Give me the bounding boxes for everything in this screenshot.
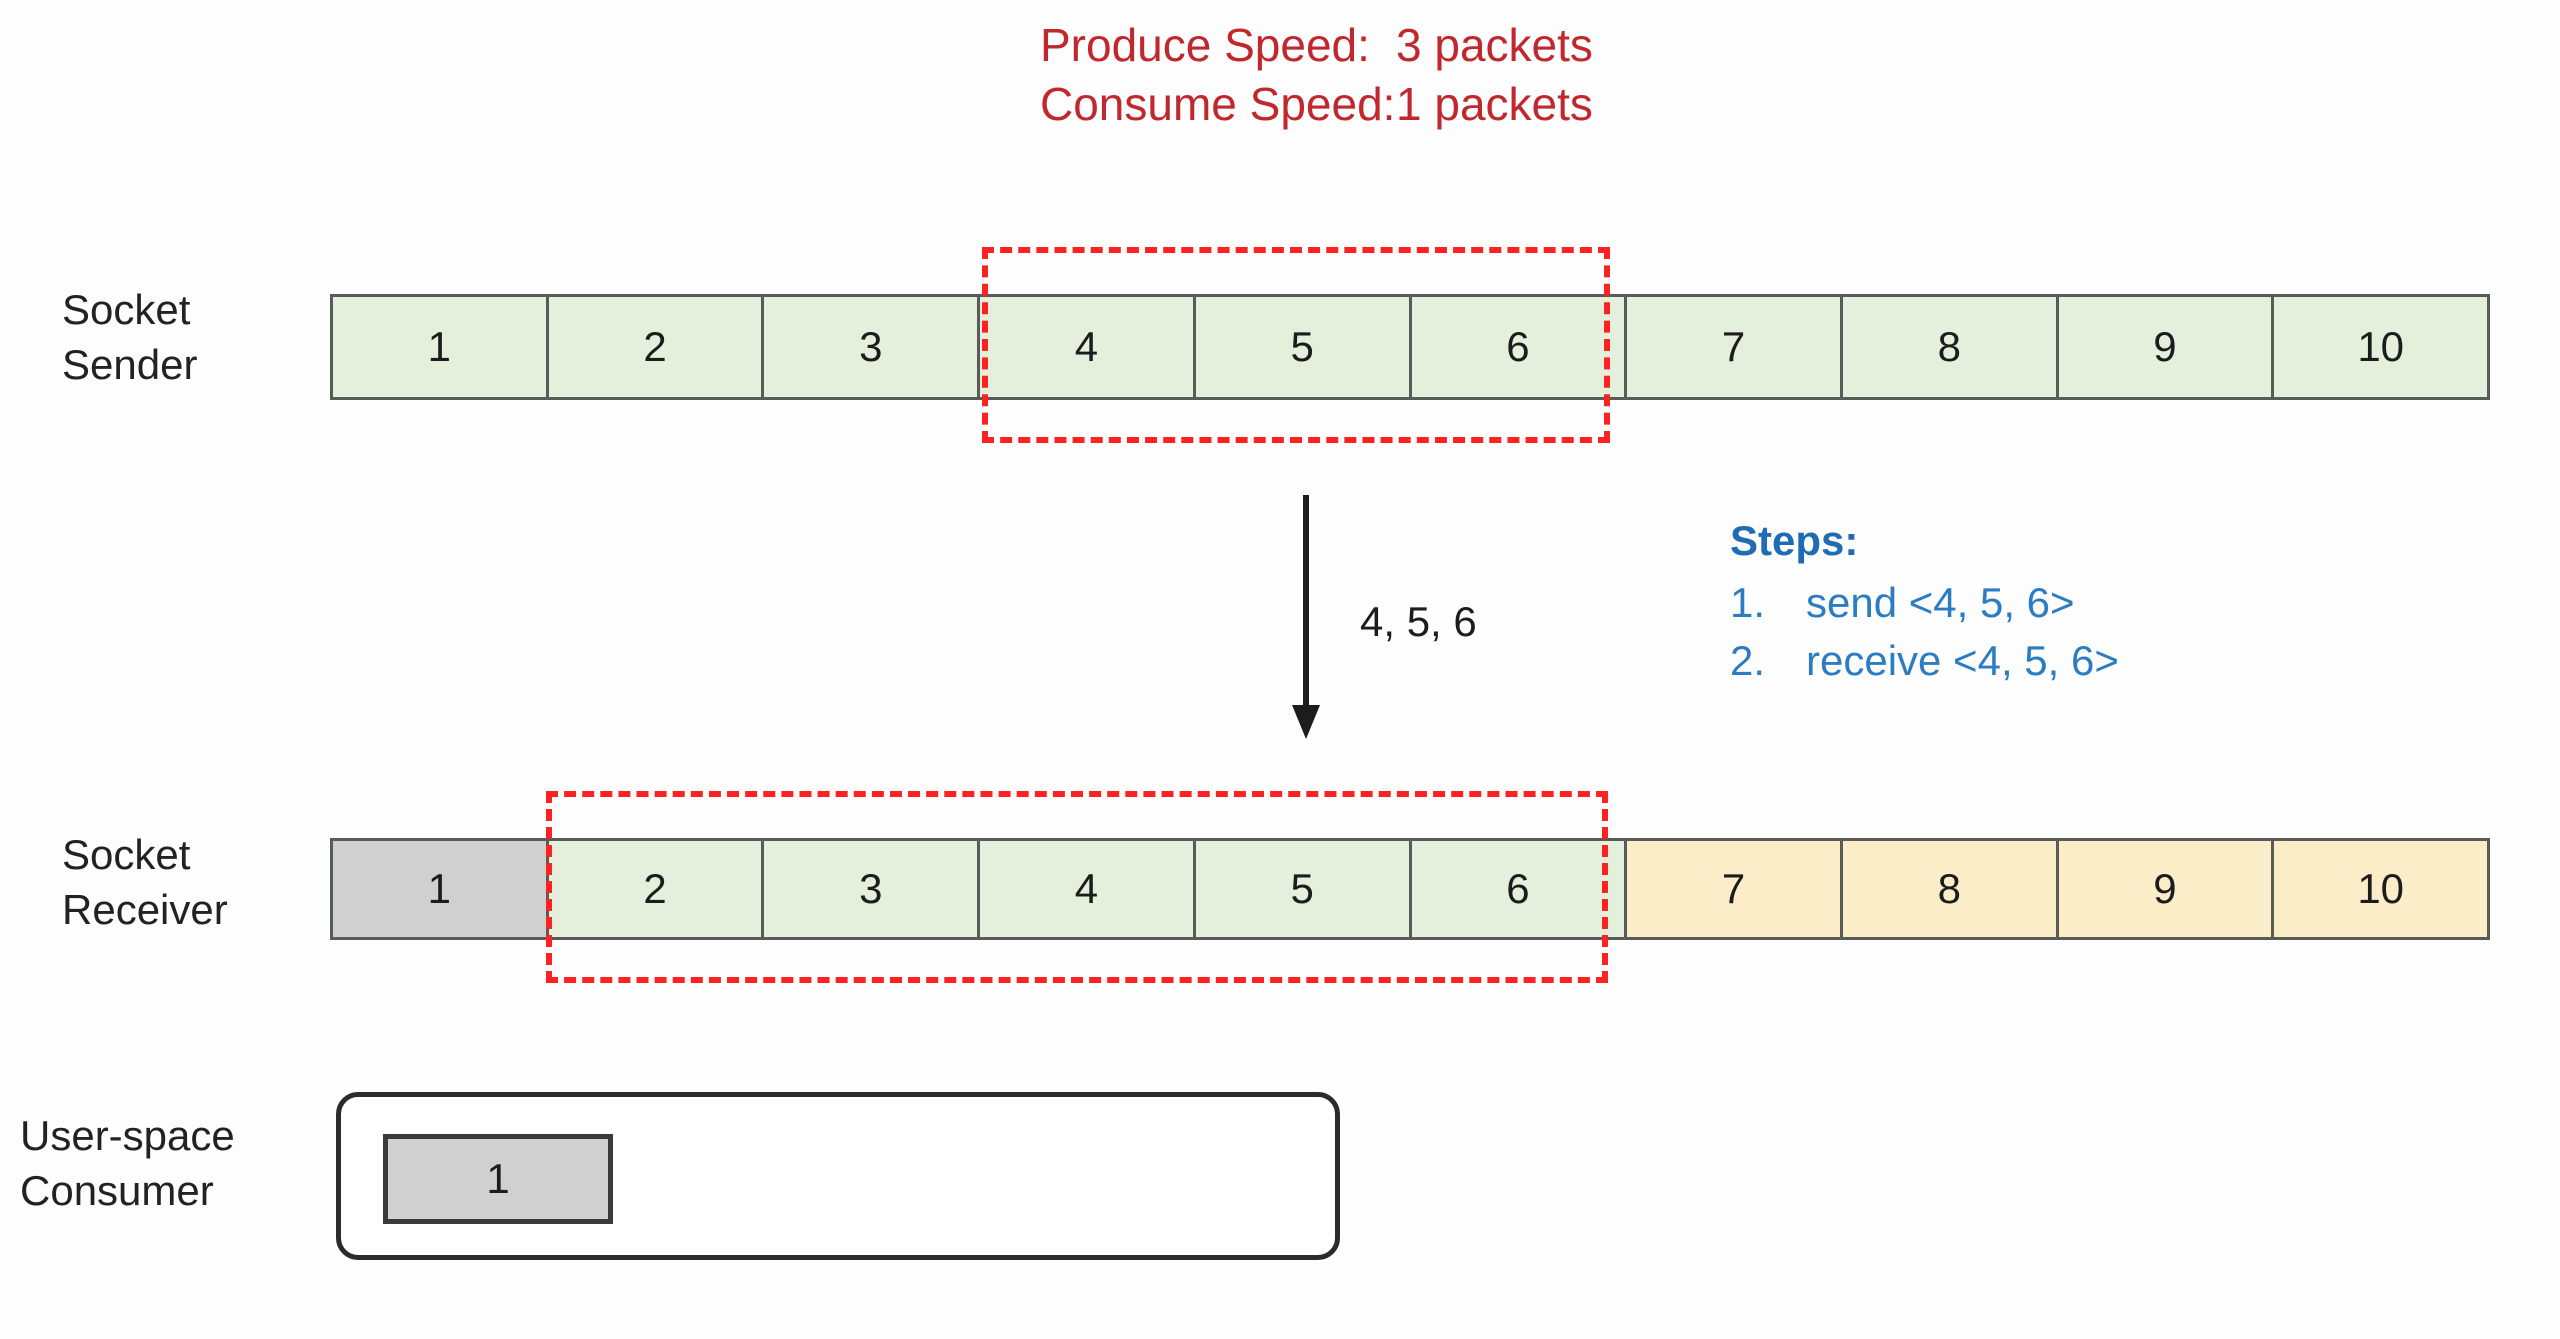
receiver-packet-cell-3: 3 (764, 841, 981, 937)
sender-packet-cell-2: 2 (548, 297, 765, 397)
sender-packet-cell-8: 8 (1842, 297, 2059, 397)
sender-packet-cell-6: 6 (1411, 297, 1628, 397)
sender-packet-cell-5: 5 (1195, 297, 1412, 397)
socket-sender-label-line2: Sender (62, 341, 198, 389)
produce-speed-label: Produce Speed: (1040, 19, 1370, 71)
step-text-1: send <4, 5, 6> (1806, 578, 2075, 626)
step-item-1: 1. send <4, 5, 6> (1730, 574, 2119, 632)
transfer-arrow-label: 4, 5, 6 (1360, 598, 1477, 645)
socket-receiver-label-line2: Receiver (62, 886, 228, 934)
produce-speed-value: 3 packets (1396, 19, 1593, 71)
steps-title: Steps: (1730, 517, 1859, 564)
user-space-consumer-label: User-space Consumer (20, 1108, 235, 1219)
sender-packet-cell-10: 10 (2274, 297, 2488, 397)
speed-summary: Produce Speed: 3 packets Consume Speed: … (1040, 16, 1593, 134)
sender-packet-cell-9: 9 (2058, 297, 2275, 397)
transfer-arrow-icon (1292, 495, 1320, 739)
step-number-1: 1. (1730, 578, 1766, 626)
receiver-packet-cell-5: 5 (1195, 841, 1412, 937)
sender-packet-cell-4: 4 (980, 297, 1196, 397)
receiver-packet-cell-10: 10 (2274, 841, 2488, 937)
step-text-2: receive <4, 5, 6> (1806, 636, 2119, 684)
receiver-packet-cell-1: 1 (333, 841, 549, 937)
receiver-packet-cell-2: 2 (548, 841, 765, 937)
consume-speed-row: Consume Speed: 1 packets (1040, 75, 1593, 134)
user-space-consumer-buffer: 1 (336, 1092, 1340, 1260)
receiver-packet-cell-6: 6 (1411, 841, 1628, 937)
sender-packet-cell-1: 1 (333, 297, 549, 397)
receiver-packet-cell-7: 7 (1627, 841, 1843, 937)
sender-packet-cell-3: 3 (764, 297, 981, 397)
sender-packet-cell-7: 7 (1627, 297, 1843, 397)
steps-list: Steps: 1. send <4, 5, 6> 2. receive <4, … (1730, 512, 2119, 690)
consume-speed-value: 1 packets (1396, 77, 1593, 130)
step-number-2: 2. (1730, 636, 1766, 684)
receiver-packet-cell-8: 8 (1842, 841, 2059, 937)
socket-receiver-label: Socket Receiver (62, 827, 228, 938)
receiver-packet-cell-4: 4 (980, 841, 1196, 937)
user-space-consumer-label-line2: Consumer (20, 1167, 214, 1215)
user-space-consumer-label-line1: User-space (20, 1112, 235, 1159)
socket-sender-label: Socket Sender (62, 282, 197, 393)
produce-speed-row: Produce Speed: 3 packets (1040, 16, 1593, 75)
step-item-2: 2. receive <4, 5, 6> (1730, 632, 2119, 690)
consume-speed-label: Consume Speed: (1040, 77, 1396, 130)
receiver-packet-cell-9: 9 (2058, 841, 2275, 937)
consumer-packet-slot: 1 (383, 1134, 613, 1224)
socket-receiver-label-line1: Socket (62, 831, 191, 878)
socket-sender-label-line1: Socket (62, 286, 191, 333)
